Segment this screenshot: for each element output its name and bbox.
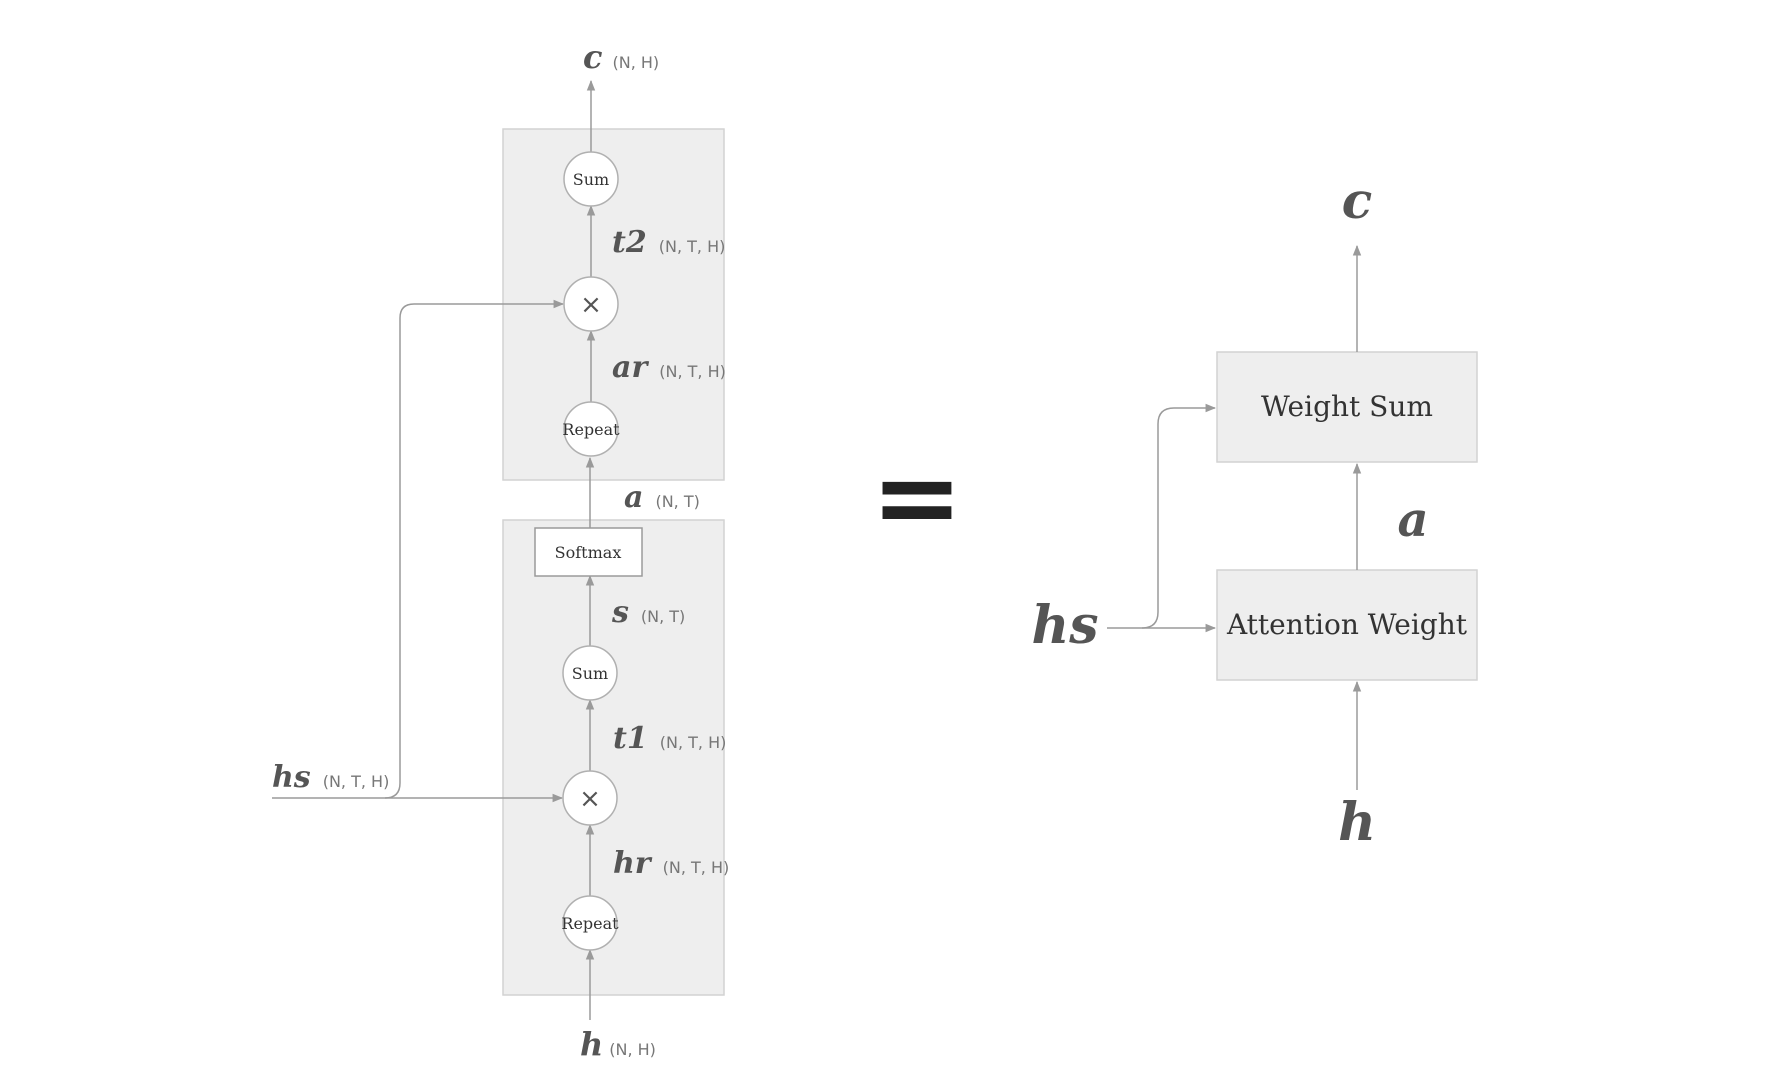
h-input-label: h (N, H) [580,1025,656,1063]
weight-sum-box [1216,351,1478,463]
sum-node-top [563,151,619,207]
t1-label: t1 (N, T, H) [613,721,726,756]
hr-label: hr (N, T, H) [613,846,729,881]
output-c-label: c (N, H) [583,38,659,76]
multiply-node-top [563,276,619,332]
multiply-node-bottom [562,770,618,826]
attention-weight-box [1216,569,1478,681]
right-c-label: c [1342,171,1372,230]
equals-sign: = [871,433,963,561]
sum-node-bottom-label: Sum [572,664,608,683]
a-label: a (N, T) [624,480,700,515]
attention-weight-box-label: Attention Weight [1226,608,1468,641]
multiply-node-top-label: × [580,290,602,320]
repeat-node-bottom-label: Repeat [561,914,619,933]
softmax-node-label: Softmax [555,543,622,562]
right-h-label: h [1338,792,1376,853]
right-hs-label: hs [1031,595,1098,656]
weight-sum-box-label: Weight Sum [1261,390,1433,423]
right-a-label: a [1397,492,1428,548]
sum-node-bottom [562,645,618,701]
t2-label: t2 (N, T, H) [612,225,725,260]
edge-hs-to-multiply-top [384,299,565,799]
s-label: s (N, T) [611,595,685,630]
repeat-node-bottom [562,895,618,951]
edge-hs-to-weightsum [1141,403,1217,629]
hs-input-label: hs (N, T, H) [272,760,389,795]
softmax-node [534,527,643,577]
multiply-node-bottom-label: × [579,784,601,814]
ar-label: ar (N, T, H) [612,350,726,385]
sum-node-top-label: Sum [573,170,609,189]
repeat-node-top-label: Repeat [562,420,620,439]
repeat-node-top [563,401,619,457]
